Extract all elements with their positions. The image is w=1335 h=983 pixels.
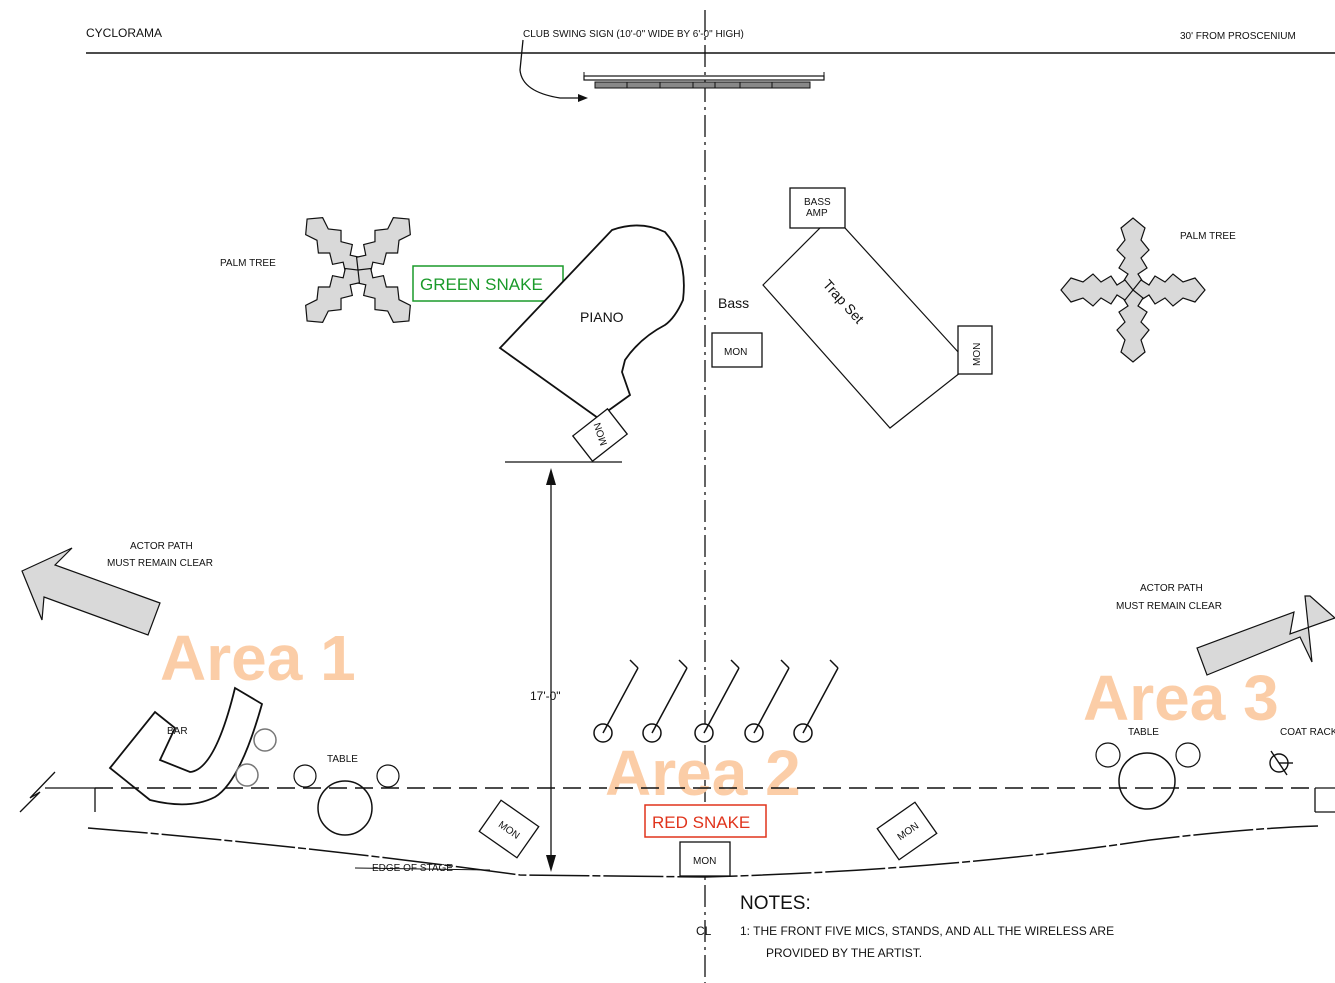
mic-stand [793, 659, 839, 743]
notes-item-1-line2: PROVIDED BY THE ARTIST. [766, 946, 922, 960]
table-left [317, 780, 373, 836]
actor-path-left-line1: ACTOR PATH [130, 541, 193, 552]
break-mark-right [1314, 787, 1335, 813]
bar-stool [235, 763, 259, 787]
red-snake-label: RED SNAKE [652, 813, 750, 832]
front-monitor-left: MON [478, 799, 540, 859]
drum-monitor [957, 325, 993, 375]
chair [376, 764, 400, 788]
area-1-label: Area 1 [160, 622, 356, 694]
bass-amp-label-2: AMP [806, 208, 828, 219]
edge-leader [354, 867, 491, 871]
bar-icon [108, 686, 264, 806]
trap-set [762, 227, 971, 429]
coat-rack-label: COAT RACK [1280, 727, 1335, 738]
front-monitor-center [679, 841, 731, 877]
edge-of-stage-label: EDGE OF STAGE [372, 863, 453, 874]
chair [1175, 742, 1201, 768]
table-left-label: TABLE [327, 754, 358, 765]
green-snake-box [412, 265, 564, 302]
actor-path-left-line2: MUST REMAIN CLEAR [107, 558, 213, 569]
piano-label: PIANO [580, 309, 624, 325]
sign-label: CLUB SWING SIGN (10'-0" WIDE BY 6'-0" HI… [523, 29, 744, 40]
bar-stool [253, 728, 277, 752]
mic-stand [593, 659, 639, 743]
coat-rack-icon [1269, 750, 1293, 776]
bass-label: Bass [718, 295, 749, 311]
area-2-label: Area 2 [605, 737, 801, 809]
piano-monitor: MON [571, 407, 629, 463]
front-monitor-right: MON [876, 801, 938, 861]
mic-stand [744, 659, 790, 743]
actor-path-left-arrow [21, 547, 161, 636]
bass-monitor-label: MON [724, 347, 747, 358]
red-snake-box [644, 804, 767, 838]
dimension-17ft [546, 468, 556, 872]
actor-path-right-line2: MUST REMAIN CLEAR [1116, 601, 1222, 612]
cyclorama-label: CYCLORAMA [86, 26, 162, 40]
palm-tree-left-icon [305, 217, 411, 323]
club-swing-sign [519, 39, 825, 102]
chair [1095, 742, 1121, 768]
front-monitor-center-label: MON [693, 856, 716, 867]
notes-heading: NOTES: [740, 893, 811, 914]
table-right [1118, 752, 1176, 810]
bar-label: BAR [167, 726, 188, 737]
palm-tree-left-label: PALM TREE [220, 258, 276, 269]
mic-stand [694, 659, 740, 743]
piano-icon [498, 224, 685, 420]
break-mark-left [19, 771, 96, 813]
bass-amp-label-1: BASS [804, 197, 831, 208]
bass-monitor [711, 332, 763, 368]
drum-monitor-label: MON [972, 343, 983, 366]
actor-path-right-line1: ACTOR PATH [1140, 583, 1203, 594]
green-snake-label: GREEN SNAKE [420, 275, 543, 294]
centerline-label: CL [696, 924, 712, 938]
palm-tree-right-icon [1060, 217, 1206, 363]
dimension-label: 17'-0" [530, 689, 561, 703]
bass-amp [789, 187, 846, 229]
edge-of-stage-line [87, 825, 1319, 878]
table-right-label: TABLE [1128, 727, 1159, 738]
notes-item-1-line1: 1: THE FRONT FIVE MICS, STANDS, AND ALL … [740, 924, 1114, 938]
chair [293, 764, 317, 788]
actor-path-right-arrow [1196, 595, 1335, 676]
mic-stand [642, 659, 688, 743]
palm-tree-right-label: PALM TREE [1180, 231, 1236, 242]
area-3-label: Area 3 [1083, 662, 1279, 734]
proscenium-label: 30' FROM PROSCENIUM [1180, 31, 1296, 42]
